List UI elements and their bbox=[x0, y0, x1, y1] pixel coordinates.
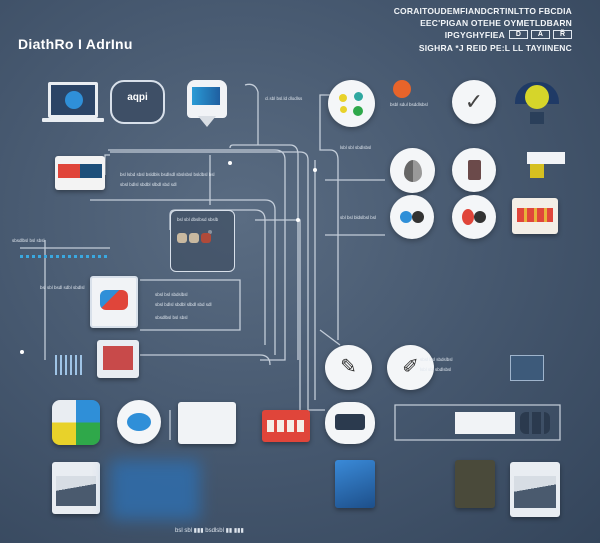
snippet-text: sbsdlbsl bsl sbsl bbox=[12, 238, 45, 243]
snippet-text: sbsdlbsl bsl sbsl bbox=[155, 315, 188, 320]
wrench-card-icon bbox=[90, 276, 138, 328]
header-line-1: CORAITOUDEMFIANDCRTINLTTO FBCDIA bbox=[393, 6, 572, 16]
diagram-title: DiathRo I AdrInu bbox=[18, 36, 133, 52]
header-line-4: SIGHRA *J REID PE:L LL TAYIINENC bbox=[418, 43, 572, 53]
camera-lens bbox=[530, 164, 544, 178]
snippet-text: bsbl sdul bsddlsbsl bbox=[390, 102, 428, 107]
snippet-text: bsl sbl dbslbsd sbslb bbox=[177, 217, 219, 222]
snippet-text: cl.sbl bsl.ld dlodlss bbox=[265, 96, 303, 101]
drop-circle-icon bbox=[390, 148, 435, 193]
blue-screen-thumb bbox=[335, 460, 375, 508]
dots-circle-icon bbox=[328, 80, 375, 127]
screenshot-thumb bbox=[510, 462, 560, 517]
bulb-icon bbox=[515, 82, 559, 109]
header-badge: A bbox=[530, 30, 550, 39]
red-grid-card-icon bbox=[262, 410, 310, 442]
snippet-text: bsl lsbd sbsl bsldbls bsdlsdl sbslsbsl b… bbox=[120, 172, 215, 177]
bubble-label: aqpi bbox=[127, 92, 148, 103]
snippet-text: lsbl sbl sbdlsbsl bbox=[420, 367, 452, 372]
bulb-base bbox=[530, 112, 544, 124]
cloud-circle-icon bbox=[117, 400, 161, 444]
snippet-text: bsl sbl bsdl sdbl sbdlsl bbox=[40, 285, 85, 290]
pen-circle-icon: ✎ bbox=[325, 345, 372, 390]
bottom-caption: bsl sbl ▮▮▮ bsdlsbl ▮▮ ▮▮▮ bbox=[175, 528, 244, 534]
wide-panel-card bbox=[455, 412, 515, 434]
screenshot-thumb bbox=[52, 462, 100, 514]
check-circle-icon: ✓ bbox=[452, 80, 496, 124]
bar-chart-icon bbox=[55, 355, 85, 375]
toggle-pair-icon bbox=[520, 412, 550, 434]
header-line-3: IPGYGHYFIEA bbox=[444, 30, 505, 40]
header-badge: D bbox=[508, 30, 528, 39]
blue-toggle-circle-icon bbox=[390, 195, 434, 239]
snippet-text: sbsl bsl sbdslbsl bbox=[155, 292, 188, 297]
orange-gear-icon bbox=[393, 80, 411, 98]
mini-bars bbox=[20, 255, 110, 258]
snippet-text: sbsl bdlsl sbdbl slbdl sbd sdl bbox=[155, 302, 212, 307]
shield-card-icon bbox=[187, 80, 227, 118]
dark-screen-thumb bbox=[455, 460, 495, 508]
header-line-2: EEC'PIGAN OTEHE OYMETLDBARN bbox=[420, 18, 572, 28]
header-badge: Ř bbox=[552, 30, 572, 39]
snippet-text: sbsl bsl sbdslbsl bbox=[420, 357, 453, 362]
image-card-icon bbox=[97, 340, 139, 378]
laptop-icon bbox=[48, 82, 98, 118]
road-card-icon bbox=[178, 402, 236, 444]
shield-point bbox=[198, 116, 216, 127]
colorful-app-icon bbox=[52, 400, 100, 445]
device-circle-icon bbox=[452, 148, 496, 192]
header-badges: D A Ř bbox=[508, 30, 572, 39]
blurred-panel bbox=[110, 460, 200, 520]
blue-chip-icon bbox=[510, 355, 544, 381]
speech-bubble-icon: aqpi bbox=[110, 80, 165, 124]
truck-circle-icon bbox=[325, 402, 375, 444]
laptop-base bbox=[42, 118, 104, 122]
calendar-card-icon bbox=[512, 198, 558, 234]
pencil-circle-icon: ✐ bbox=[387, 345, 434, 390]
snippet-text: sbsl bdlsl sbdbl slbdl sbd sdl bbox=[120, 182, 177, 187]
center-panel: bsl sbl dbslbsd sbslb bbox=[170, 210, 235, 272]
snippet-text: lsbl sbl sbdlsbsl bbox=[340, 145, 372, 150]
red-toggle-circle-icon bbox=[452, 195, 496, 239]
red-card-icon bbox=[55, 156, 105, 190]
snippet-text: sbl bsl bldslbsl bsl bbox=[340, 215, 377, 220]
camera-icon bbox=[527, 152, 565, 164]
